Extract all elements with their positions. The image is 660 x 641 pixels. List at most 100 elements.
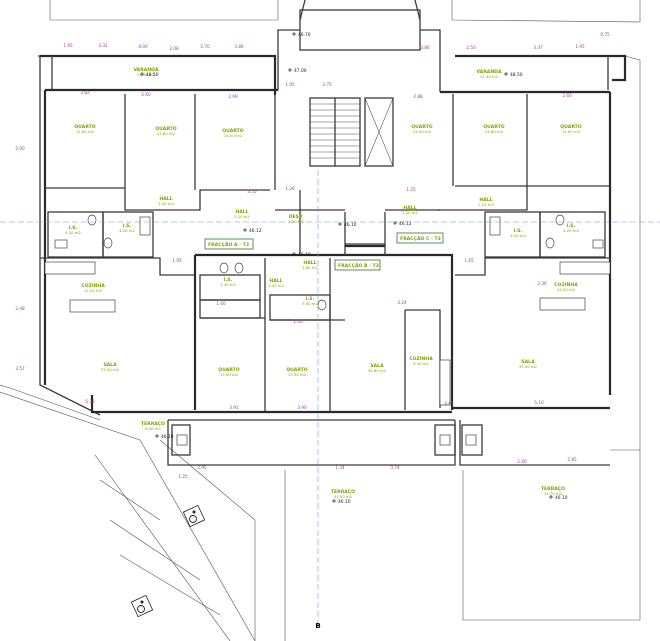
dimension-label: 2.88 (413, 94, 423, 99)
room-area: 6.00 m2 (145, 426, 161, 431)
room-name: QUARTO (155, 126, 177, 132)
dimension-label: 2.00 (293, 319, 303, 324)
room-name: QUARTO (483, 124, 505, 130)
fraction-label: FRACÇÃO B - T3 (338, 262, 379, 269)
room-area: 11.70 m2 (544, 491, 563, 496)
level-marker: 48.50 (140, 72, 159, 78)
room-name: SALA (521, 359, 535, 365)
level-marker: 46.10 (155, 434, 174, 440)
room-area: 1.30 m2 (288, 219, 304, 224)
level-value: 46.12 (249, 228, 262, 234)
accessible-parking-icon (130, 594, 154, 618)
room-is-c1: I.S.3.40 m2 (220, 277, 236, 287)
room-area: 4.20 m2 (65, 230, 81, 235)
dimension-label: 4.61 (444, 401, 454, 406)
room-name: COZINHA (81, 283, 105, 289)
fraction-box (396, 232, 444, 244)
dimension-label: 3.86 (420, 45, 430, 50)
building-walls (40, 0, 627, 466)
room-name: TERRAÇO (331, 489, 355, 495)
room-name: HALL (479, 197, 492, 203)
dimension-label: 2.60 (517, 459, 527, 464)
room-area: 3.40 m2 (302, 301, 318, 306)
dimension-label: 3.32 (98, 43, 108, 48)
dimension-label: 1.95 (63, 43, 73, 48)
dimension-label: 1.95 (172, 258, 182, 263)
dimension-label: 1.25 (406, 187, 416, 192)
dimension-label: 2.36 (537, 281, 547, 286)
room-area: 2.80 m2 (302, 265, 318, 270)
room-is-l2: I.S.4.20 m2 (119, 223, 135, 233)
dimension-label: 3.91 (229, 405, 239, 410)
level-marker: 46.12 (243, 228, 262, 234)
section-marker: B (315, 622, 320, 630)
room-area: 13.30 m2 (288, 372, 307, 377)
level-marker: 46.10 (332, 499, 351, 505)
dimension-label: 3.37 (533, 45, 543, 50)
room-name: DESP. (289, 214, 304, 220)
level-marker: 48.50 (504, 72, 523, 78)
room-area: 41.00 m2 (334, 494, 353, 499)
level-marker: 47.00 (288, 68, 307, 74)
fraction-box (334, 259, 381, 271)
dimension-label: 2.50 (466, 45, 476, 50)
room-name: QUARTO (74, 124, 96, 130)
room-name: VARANDA (476, 69, 502, 75)
room-name: I.S. (123, 223, 132, 229)
room-area: 2.20 m2 (158, 201, 174, 206)
dimension-label: 2.60 (141, 92, 151, 97)
room-area: 11.40 m2 (137, 72, 156, 77)
room-name: HALL (269, 278, 282, 284)
level-value: 46.10 (298, 252, 311, 258)
room-name: I.S. (306, 296, 315, 302)
dimension-label: 5.32 (85, 399, 95, 404)
dimension-label: 1.25 (178, 474, 188, 479)
dimension-label: 3.24 (397, 300, 407, 305)
dimension-label: 2.60 (562, 93, 572, 98)
room-area: 11.00 m2 (413, 129, 432, 134)
room-name: QUARTO (560, 124, 582, 130)
dimension-label: 1.34 (335, 465, 345, 470)
level-value: 46.12 (399, 221, 412, 227)
room-area: 4.20 m2 (510, 233, 526, 238)
room-area: 37.00 m2 (101, 367, 120, 372)
level-marker: 46.10 (549, 495, 568, 501)
dimension-label: 5.00 (15, 146, 25, 151)
dimension-label: 3.90 (297, 405, 307, 410)
dimension-label: 2.70 (200, 44, 210, 49)
room-name: TERRAÇO (541, 486, 565, 492)
level-marker: 46.10 (292, 252, 311, 258)
room-is-c2: I.S.3.40 m2 (302, 296, 318, 306)
dimension-label: 0.75 (600, 32, 610, 37)
dimension-label: 2.95 (197, 465, 207, 470)
room-area: 4.20 m2 (119, 228, 135, 233)
room-area: 37.00 m2 (519, 364, 538, 369)
dimension-label: 2.48 (15, 306, 25, 311)
dimension-label: 2.85 (567, 457, 577, 462)
room-is-l: I.S.4.20 m2 (65, 225, 81, 235)
dimension-label: 1.95 (575, 44, 585, 49)
room-area: 9.40 m2 (413, 361, 429, 366)
room-name: QUARTO (218, 367, 240, 373)
level-value: 46.10 (338, 499, 351, 505)
level-value: 47.00 (294, 68, 307, 74)
fraction-label: FRACÇÃO A - T3 (208, 241, 249, 248)
accessible-parking-icon (182, 504, 206, 528)
room-name: TERRAÇO (141, 421, 165, 427)
